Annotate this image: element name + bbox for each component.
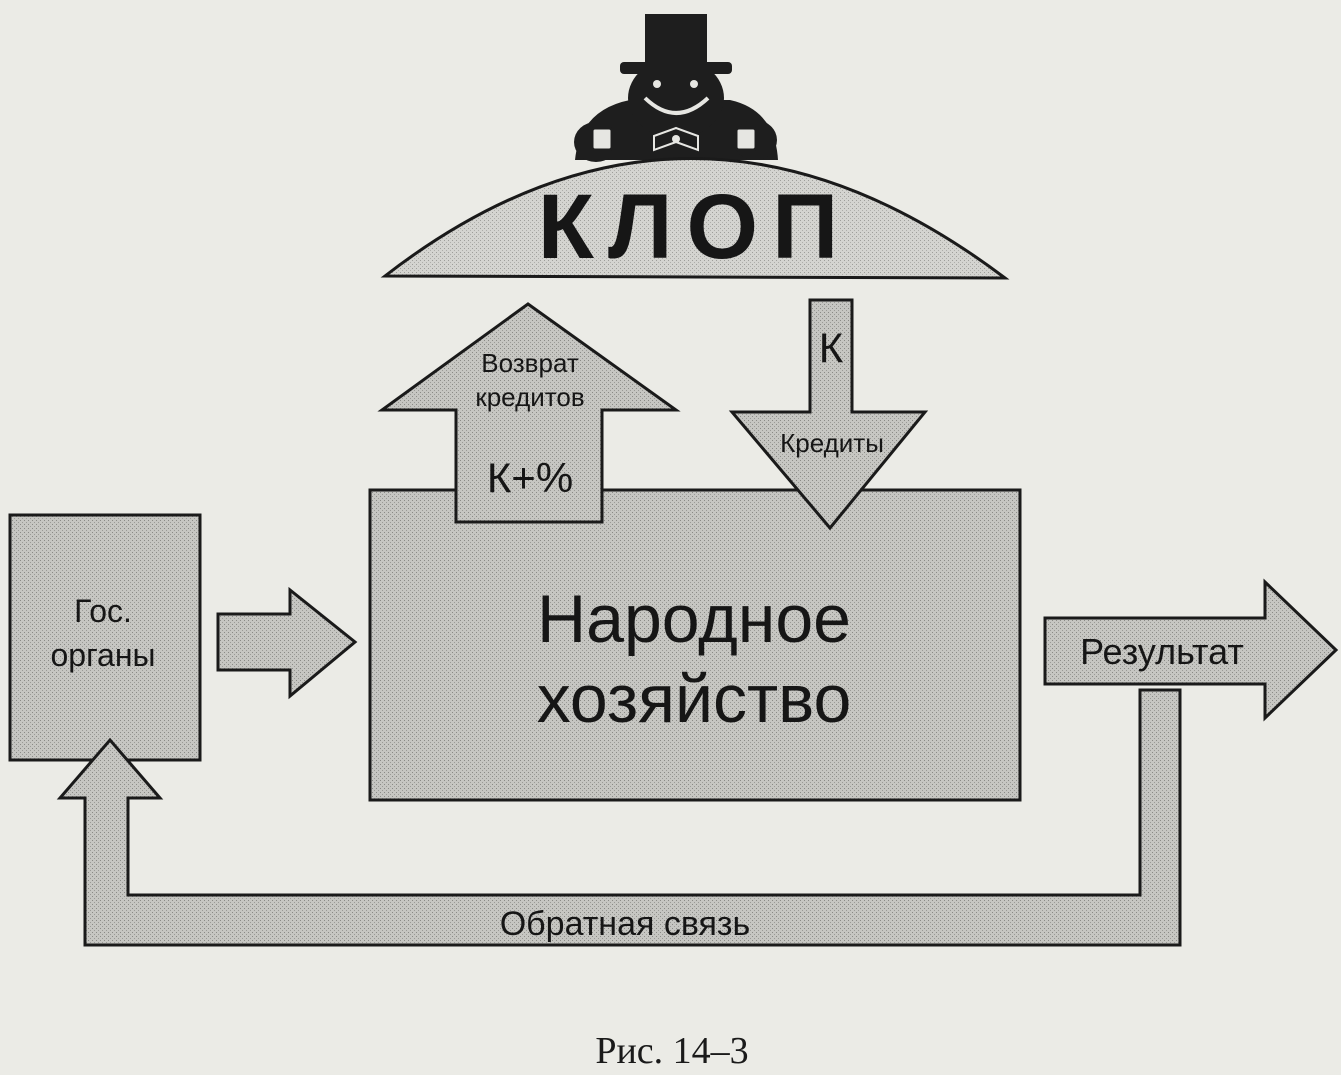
economy-box	[368, 488, 1022, 802]
feedback-label: Обратная связь	[500, 905, 751, 943]
klop-dome	[380, 157, 1010, 280]
klop-label: КЛОП	[538, 176, 852, 278]
credits-arrow-top: К	[819, 324, 844, 371]
return-arrow-line1: Возврат	[481, 348, 579, 378]
economy-box-line2: хозяйство	[537, 661, 852, 737]
mascot-figure	[574, 14, 778, 162]
gov-box-line2: органы	[50, 637, 155, 673]
result-arrow	[1043, 578, 1339, 722]
credits-arrow-label: Кредиты	[780, 428, 884, 458]
economy-box-line1: Народное	[537, 581, 851, 657]
return-arrow-formula: К+%	[487, 454, 573, 501]
figure-caption: Рис. 14–3	[595, 1030, 748, 1072]
gov-box	[8, 513, 202, 762]
gov-to-economy-arrow	[216, 586, 358, 700]
feedback-arrow	[56, 688, 1182, 947]
gov-box-line1: Гос.	[74, 593, 132, 629]
result-label: Результат	[1080, 631, 1244, 672]
credits-arrow	[728, 298, 929, 531]
return-arrow-line2: кредитов	[475, 382, 584, 412]
